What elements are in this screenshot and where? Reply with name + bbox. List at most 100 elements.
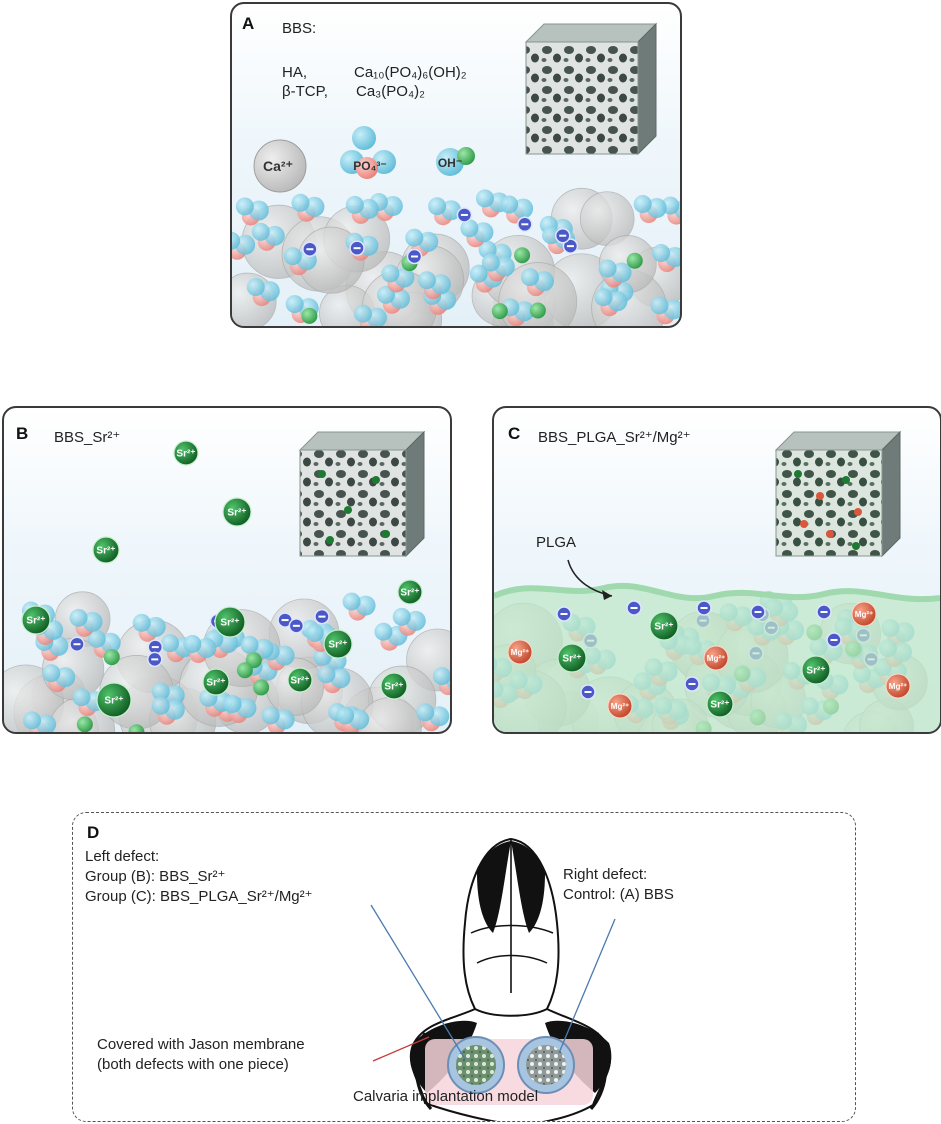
left-defect-group-b: Group (B): BBS_Sr²⁺ xyxy=(85,868,226,885)
minus-sign xyxy=(559,234,567,237)
left-defect-heading: Left defect: xyxy=(85,848,160,865)
strontium-ion: Sr²⁺ xyxy=(323,629,353,659)
hydroxyl-sphere xyxy=(301,307,318,324)
scaffold-side-face xyxy=(405,430,425,558)
oxygen-sphere xyxy=(274,645,295,666)
oxygen-sphere xyxy=(304,196,325,217)
oxygen-sphere xyxy=(382,196,403,217)
oxygen-sphere xyxy=(305,623,324,642)
oxygen-sphere xyxy=(291,193,310,212)
hydroxide-ion-label: OH⁻ xyxy=(438,156,462,170)
bbs-plga-scaffold-block xyxy=(774,430,902,558)
scaffold-front-face xyxy=(775,449,883,557)
strontium-ion: Sr²⁺ xyxy=(96,682,132,718)
minus-sign xyxy=(566,245,574,248)
oxygen-sphere xyxy=(145,616,166,637)
strontium-label: Sr²⁺ xyxy=(26,616,45,627)
hydroxyl-sphere xyxy=(529,302,546,319)
panel-b: Sr²⁺ Sr²⁺ Sr²⁺ Sr²⁺ Sr²⁺ Sr²⁺ Sr²⁺ Sr²⁺ Sr²⁺ Sr²⁺… xyxy=(2,406,452,734)
strontium-sphere xyxy=(214,606,246,638)
panel-d-letter: D xyxy=(87,823,100,842)
oxygen-sphere xyxy=(520,268,539,287)
strontium-ion: Sr²⁺ xyxy=(214,606,246,638)
oxygen-sphere xyxy=(355,595,376,616)
strontium-sphere xyxy=(222,497,252,527)
oxygen-sphere xyxy=(366,307,387,326)
magnesium-ion: Mg²⁺ xyxy=(507,639,533,665)
minus-sign xyxy=(306,248,314,251)
strontium-ion: Sr²⁺ xyxy=(173,440,199,466)
skull-shading-left xyxy=(477,841,511,933)
strontium-ion: Sr²⁺ xyxy=(649,611,679,641)
oxygen-sphere xyxy=(236,697,257,718)
magnesium-dot xyxy=(800,520,808,528)
minus-sign xyxy=(73,643,81,646)
hydroxyl-sphere xyxy=(253,679,270,696)
strontium-ion: Sr²⁺ xyxy=(380,672,408,700)
hydroxyl-sphere xyxy=(626,252,643,269)
magnesium-sphere xyxy=(507,639,533,665)
minus-sign xyxy=(460,213,468,216)
oxygen-sphere xyxy=(261,706,280,725)
minus-sign xyxy=(700,607,708,609)
oxygen-sphere xyxy=(235,197,254,216)
oxygen-sphere xyxy=(82,611,103,632)
hydroxyl-sphere xyxy=(236,662,253,679)
crystal-lattice xyxy=(232,187,680,326)
strontium-label: Sr²⁺ xyxy=(96,546,115,557)
tcp-label: β-TCP, xyxy=(282,83,328,100)
oxygen-sphere xyxy=(381,264,400,283)
magnesium-sphere xyxy=(607,693,633,719)
minus-sign xyxy=(630,607,638,609)
panel-a-illustration: Ca²⁺PO₄³⁻OH⁻ xyxy=(232,22,680,326)
hydroxyl-sphere xyxy=(103,649,120,666)
scaffold-front-face xyxy=(525,41,639,155)
strontium-sphere xyxy=(287,667,313,693)
strontium-label: Sr²⁺ xyxy=(400,588,419,599)
strontium-ion: Sr²⁺ xyxy=(202,668,230,696)
oxygen-sphere xyxy=(436,289,457,310)
minus-sign xyxy=(318,615,326,618)
oxygen-sphere xyxy=(428,197,447,216)
scaffold-top-face xyxy=(774,431,902,451)
oxygen-sphere xyxy=(183,634,202,653)
panel-a-letter: A xyxy=(242,14,255,33)
oxygen-sphere xyxy=(533,271,554,292)
calcium-ion-sphere xyxy=(253,139,307,193)
oxygen-sphere xyxy=(513,198,534,219)
right-defect-pointer xyxy=(558,918,616,1054)
oxygen-sphere xyxy=(392,607,411,626)
oxygen-sphere xyxy=(253,638,274,659)
oxygen-sphere xyxy=(594,288,613,307)
minus-sign xyxy=(830,639,838,641)
strontium-label: Sr²⁺ xyxy=(227,508,246,519)
phosphorus-sphere xyxy=(356,157,378,179)
magnesium-sphere xyxy=(851,601,877,627)
strontium-label: Sr²⁺ xyxy=(220,618,239,629)
oxygen-sphere xyxy=(473,222,494,243)
strontium-ion: Sr²⁺ xyxy=(222,497,252,527)
strontium-label: Sr²⁺ xyxy=(176,449,195,460)
oxygen-sphere xyxy=(358,198,379,219)
panel-c: Sr²⁺Sr²⁺Sr²⁺Sr²⁺Mg²⁺Mg²⁺Mg²⁺Mg²⁺Mg²⁺ C B… xyxy=(492,406,941,734)
oxygen-sphere xyxy=(394,267,415,288)
oxygen-sphere xyxy=(151,682,170,701)
ha-label: HA, xyxy=(282,64,308,81)
membrane-line-2: (both defects with one piece) xyxy=(97,1056,289,1073)
oxygen-sphere xyxy=(405,610,426,631)
strontium-label: Sr²⁺ xyxy=(710,700,729,711)
oxygen-sphere xyxy=(352,126,376,150)
hydroxyl-sphere xyxy=(76,716,93,732)
scaffold-top-face xyxy=(524,23,658,43)
oxygen-sphere xyxy=(132,613,151,632)
oxygen-sphere xyxy=(283,247,302,266)
panel-c-title: BBS_PLGA_Sr²⁺/Mg²⁺ xyxy=(538,429,691,446)
oxygen-sphere xyxy=(481,253,500,272)
minus-sign xyxy=(151,646,159,649)
oxygen-sphere xyxy=(374,622,393,641)
oxygen-sphere xyxy=(232,231,241,250)
strontium-ion: Sr²⁺ xyxy=(397,579,423,605)
oxygen-sphere xyxy=(353,304,372,323)
scaffold-side-face xyxy=(637,22,657,156)
strontium-dot xyxy=(326,536,334,544)
